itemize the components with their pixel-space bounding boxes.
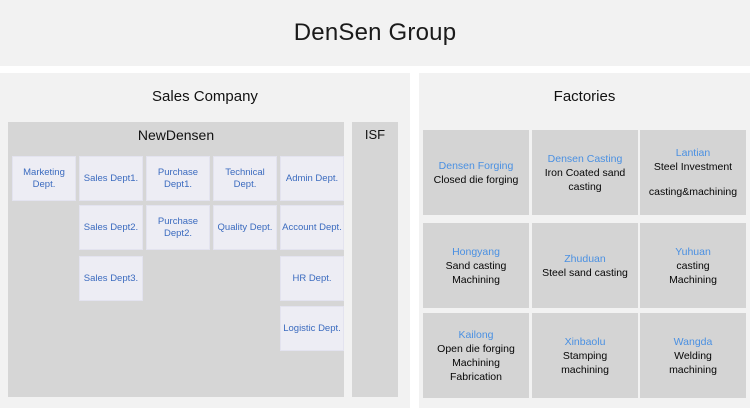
factory-name: Densen Casting xyxy=(547,152,623,165)
department-label: Sales Dept2. xyxy=(83,221,139,233)
sales-company-panel: Sales Company NewDensen Marketing Dept. S… xyxy=(0,73,410,408)
factory-description-line: Closed die forging xyxy=(433,173,519,186)
factory-description-line: Steel sand casting xyxy=(542,266,628,279)
factory-description-line: Open die forging xyxy=(437,342,515,355)
factories-header: Factories xyxy=(419,73,750,120)
factory-description-line: Iron Coated sand xyxy=(544,166,626,179)
factory-name: Densen Forging xyxy=(438,159,514,172)
department-box[interactable]: Sales Dept1. xyxy=(79,156,143,201)
department-box[interactable]: Sales Dept2. xyxy=(79,205,143,250)
sales-company-title: Sales Company xyxy=(152,88,258,105)
department-box[interactable]: Purchase Dept2. xyxy=(146,205,210,250)
factory-name: Hongyang xyxy=(452,245,500,258)
factories-title: Factories xyxy=(553,88,616,105)
department-label: Marketing Dept. xyxy=(23,166,65,190)
department-label: HR Dept. xyxy=(292,272,332,284)
department-box[interactable]: Sales Dept3. xyxy=(79,256,143,301)
factory-description-line: Fabrication xyxy=(450,370,502,383)
factory-description-line: Machining xyxy=(452,356,500,369)
factory-description-line: Sand casting xyxy=(445,259,507,272)
factory-name: Yuhuan xyxy=(675,245,711,258)
department-label: Admin Dept. xyxy=(285,172,339,184)
department-label: Purchase Dept1. xyxy=(157,166,199,190)
department-box[interactable]: Admin Dept. xyxy=(280,156,344,201)
factory-description-line: casting xyxy=(676,259,710,272)
factory-description-line: Machining xyxy=(452,273,500,286)
factory-description-line: Steel Investment xyxy=(653,161,733,173)
factory-description-line: casting xyxy=(568,180,602,193)
department-label: Technical Dept. xyxy=(225,166,265,190)
newdensen-box[interactable]: NewDensen Marketing Dept. Sales Dept1. Pur… xyxy=(8,122,344,397)
factory-name: Kailong xyxy=(458,328,494,341)
department-box[interactable]: Logistic Dept. xyxy=(280,306,344,351)
department-box[interactable]: Technical Dept. xyxy=(213,156,277,201)
isf-box[interactable]: ISF xyxy=(352,122,398,397)
factory-name: Xinbaolu xyxy=(564,335,606,348)
factory-description-line: machining xyxy=(669,363,717,376)
factory-name: Lantian xyxy=(675,147,711,159)
department-label: Account Dept. xyxy=(282,221,342,233)
department-box[interactable]: Purchase Dept1. xyxy=(146,156,210,201)
sales-company-header: Sales Company xyxy=(0,73,410,120)
department-box[interactable]: Marketing Dept. xyxy=(12,156,76,201)
department-box[interactable]: HR Dept. xyxy=(280,256,344,301)
department-label: Sales Dept3. xyxy=(83,272,139,284)
page-title: DenSen Group xyxy=(293,19,457,46)
department-label: Quality Dept. xyxy=(217,221,273,233)
factory-description-line: Stamping xyxy=(562,349,608,362)
isf-label: ISF xyxy=(364,127,386,142)
factory-description-line: Welding xyxy=(674,349,712,362)
factory-description-line: Machining xyxy=(669,273,717,286)
department-label: Logistic Dept. xyxy=(283,322,341,334)
page-title-bar: DenSen Group xyxy=(0,0,750,66)
factory-description-line: machining xyxy=(561,363,609,376)
newdensen-label: NewDensen xyxy=(137,127,215,143)
department-box[interactable]: Quality Dept. xyxy=(213,205,277,250)
department-label: Sales Dept1. xyxy=(83,172,139,184)
factory-name: Wangda xyxy=(673,335,713,348)
factory-name: Zhuduan xyxy=(564,252,606,265)
department-label: Purchase Dept2. xyxy=(157,215,199,239)
department-box[interactable]: Account Dept. xyxy=(280,205,344,250)
department-grid: Marketing Dept. Sales Dept1. Purchase Dept… xyxy=(12,156,344,356)
factory-description-line: casting&machining xyxy=(648,186,738,198)
